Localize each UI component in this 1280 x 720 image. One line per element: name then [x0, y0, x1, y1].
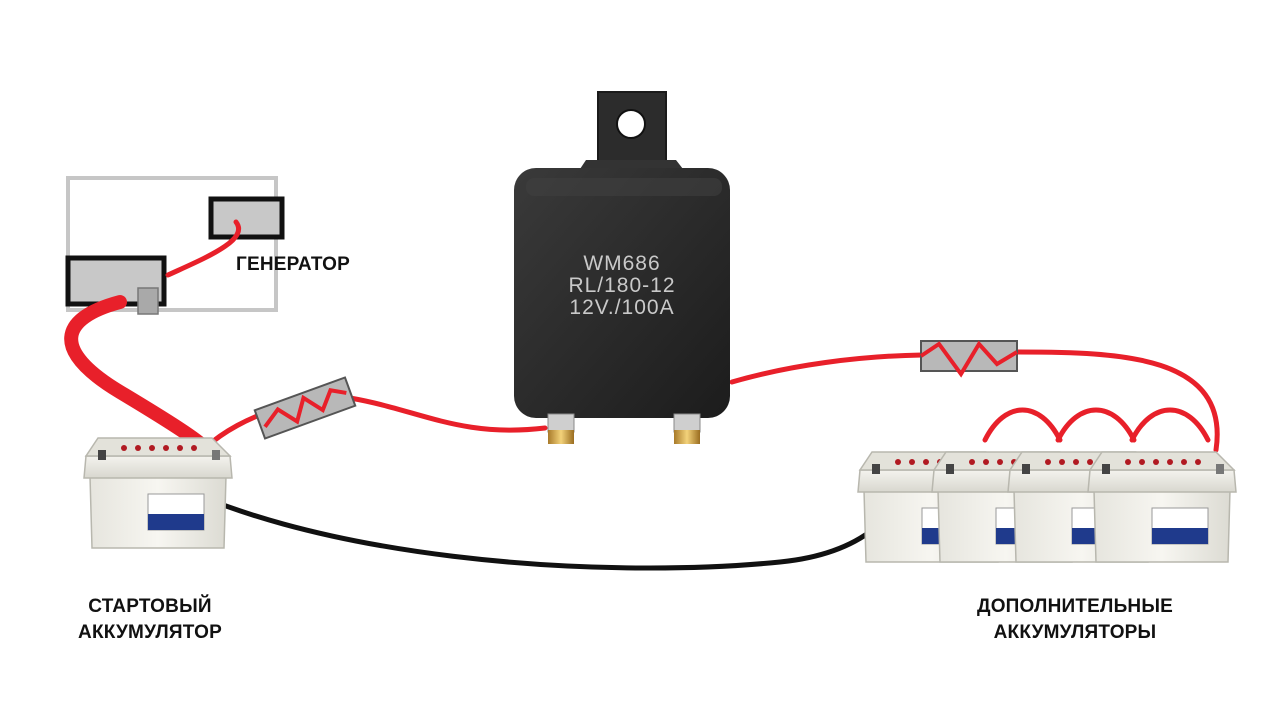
fuse-1: [253, 376, 357, 440]
relay-model-text: WM686: [583, 252, 660, 275]
relay-rating-text: 12V./100A: [569, 296, 674, 319]
relay-module: WM686 RL/180-12 12V./100A: [514, 91, 730, 444]
aux-batteries-label-line1: ДОПОЛНИТЕЛЬНЫЕ: [976, 596, 1174, 617]
relay-type-text: RL/180-12: [568, 274, 675, 297]
aux-batteries-label-line2: АККУМУЛЯТОРЫ: [993, 622, 1157, 643]
aux-battery-4: [1087, 451, 1237, 563]
starter-battery: [83, 437, 233, 549]
starter-battery-label-line1: СТАРТОВЫЙ: [88, 596, 212, 617]
aux-batteries-label: ДОПОЛНИТЕЛЬНЫЕ АККУМУЛЯТОРЫ: [950, 594, 1200, 646]
generator-block: [65, 176, 285, 315]
generator-label: ГЕНЕРАТОР: [236, 252, 350, 278]
generator-label-text: ГЕНЕРАТОР: [236, 254, 351, 275]
starter-battery-label-line2: АККУМУЛЯТОР: [78, 622, 222, 643]
starter-battery-label: СТАРТОВЫЙ АККУМУЛЯТОР: [40, 594, 260, 646]
positive-wires: [64, 219, 1220, 455]
fuse-2: [919, 340, 1019, 378]
